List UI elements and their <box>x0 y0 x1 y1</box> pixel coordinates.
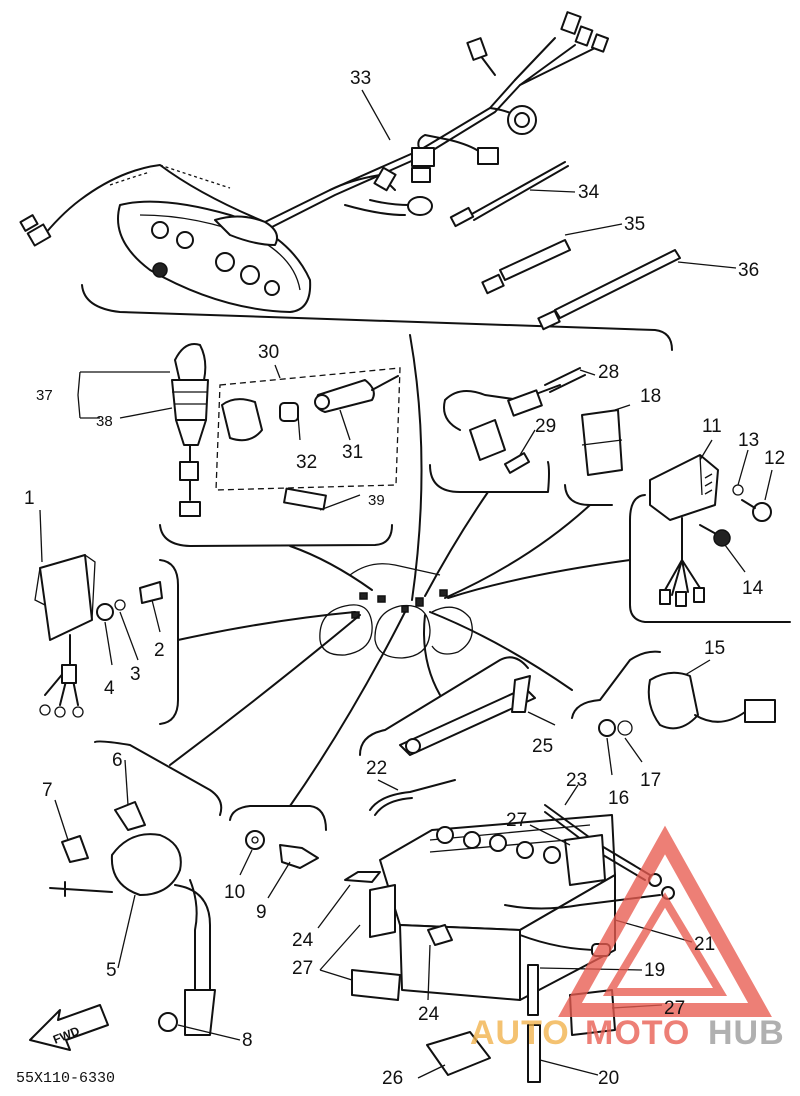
bolt-9 <box>245 830 319 869</box>
starter-motor-5 <box>49 801 216 1036</box>
cdi-unit-1 <box>34 554 163 718</box>
group-bracket-harness <box>81 284 673 351</box>
label-32: 32 <box>296 452 317 473</box>
label-25: 25 <box>532 736 553 757</box>
label-33: 33 <box>350 68 371 89</box>
relay-18 <box>581 409 623 476</box>
group-bracket-starter <box>94 740 223 816</box>
group-bracket-switch <box>159 524 393 547</box>
part-numbers: 33 34 35 36 30 37 38 32 31 39 28 29 18 1… <box>24 68 785 1089</box>
label-2: 2 <box>154 640 165 661</box>
label-34: 34 <box>578 182 600 203</box>
label-16: 16 <box>608 788 629 809</box>
label-1: 1 <box>24 488 35 509</box>
group-bracket-pump <box>429 461 550 493</box>
cable-34 <box>449 161 569 228</box>
label-11: 11 <box>702 416 722 437</box>
label-38: 38 <box>96 413 113 430</box>
label-27a: 27 <box>506 810 527 831</box>
leader-lines <box>169 334 631 807</box>
fuel-pump-28 <box>443 367 586 474</box>
label-10: 10 <box>224 882 245 903</box>
label-7: 7 <box>42 780 53 801</box>
label-31: 31 <box>342 442 363 463</box>
group-bracket-rectifier <box>629 494 791 623</box>
battery-group <box>344 675 675 1083</box>
label-26: 26 <box>382 1068 403 1089</box>
label-23: 23 <box>566 770 587 791</box>
label-15: 15 <box>704 638 725 659</box>
label-14: 14 <box>742 578 764 599</box>
label-3: 3 <box>130 664 141 685</box>
label-24a: 24 <box>292 930 314 951</box>
label-39: 39 <box>368 492 385 509</box>
label-13: 13 <box>738 430 759 451</box>
label-35: 35 <box>624 214 645 235</box>
label-36: 36 <box>738 260 759 281</box>
label-21: 21 <box>694 934 715 955</box>
label-18: 18 <box>640 386 661 407</box>
main-switch-37 <box>171 343 209 517</box>
label-24b: 24 <box>418 1004 440 1025</box>
label-27c: 27 <box>664 998 685 1019</box>
wire-harness-33 <box>19 11 610 313</box>
group-bracket-cdi <box>159 559 179 725</box>
label-29: 29 <box>535 416 556 437</box>
label-8: 8 <box>242 1030 253 1051</box>
diagram-code: 55X110-6330 <box>16 1070 115 1087</box>
label-28: 28 <box>598 362 619 383</box>
label-6: 6 <box>112 750 123 771</box>
label-4: 4 <box>104 678 115 699</box>
frame-center <box>319 563 473 659</box>
label-30: 30 <box>258 342 279 363</box>
rectifier-11 <box>649 454 772 607</box>
label-9: 9 <box>256 902 267 923</box>
watermark-part2: MOTO <box>585 1014 690 1052</box>
watermark-logo: AUTO MOTO HUB <box>470 825 785 1052</box>
fwd-arrow-icon <box>29 1004 109 1051</box>
watermark-part1: AUTO <box>470 1014 570 1052</box>
group-bracket-starter-relay <box>571 650 661 719</box>
label-22: 22 <box>366 758 387 779</box>
label-37: 37 <box>36 387 53 404</box>
cable-36 <box>537 249 681 331</box>
label-19: 19 <box>644 960 665 981</box>
label-5: 5 <box>106 960 117 981</box>
label-20: 20 <box>598 1068 619 1089</box>
group-bracket-bolt <box>229 805 327 831</box>
group-bracket-battery <box>359 656 529 756</box>
label-27b: 27 <box>292 958 313 979</box>
label-17: 17 <box>640 770 661 791</box>
watermark-part3: HUB <box>708 1014 785 1052</box>
cable-35 <box>481 239 571 295</box>
group-bracket-relay <box>564 484 613 506</box>
starter-relay-15 <box>598 671 776 737</box>
cluster-30 <box>215 367 401 511</box>
label-12: 12 <box>764 448 785 469</box>
